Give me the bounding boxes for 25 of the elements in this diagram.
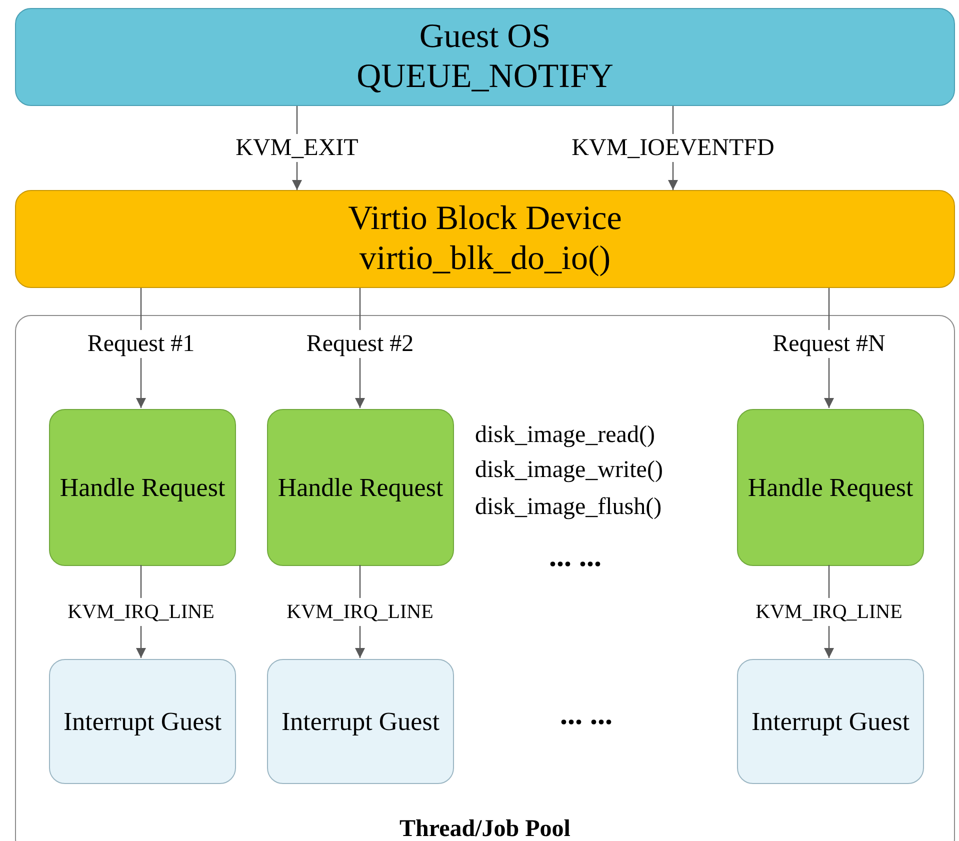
ellipsis-text: ... ...	[560, 700, 612, 730]
process-box	[15, 190, 955, 288]
function-name: disk_image_write()	[475, 456, 663, 485]
process-box	[267, 409, 454, 566]
container-title: Thread/Job Pool	[398, 815, 572, 841]
node-text: Interrupt Guest	[281, 706, 440, 738]
node-text: Guest OS	[419, 17, 551, 57]
node-text: Interrupt Guest	[751, 706, 910, 738]
node-text: Interrupt Guest	[63, 706, 222, 738]
pool-container	[15, 315, 955, 841]
process-box	[49, 659, 236, 784]
process-box	[737, 409, 924, 566]
function-name: disk_image_read()	[475, 421, 655, 450]
process-box	[49, 409, 236, 566]
node-text: Handle Request	[60, 472, 226, 504]
process-box	[15, 8, 955, 106]
node-text: virtio_blk_do_io()	[359, 239, 611, 279]
node-text: Virtio Block Device	[348, 199, 622, 239]
node-text: Handle Request	[278, 472, 444, 504]
process-box	[267, 659, 454, 784]
function-name: disk_image_flush()	[475, 493, 662, 522]
node-text: QUEUE_NOTIFY	[356, 57, 614, 97]
ellipsis-text: ... ...	[549, 542, 602, 572]
node-text: Handle Request	[748, 472, 914, 504]
process-box	[737, 659, 924, 784]
